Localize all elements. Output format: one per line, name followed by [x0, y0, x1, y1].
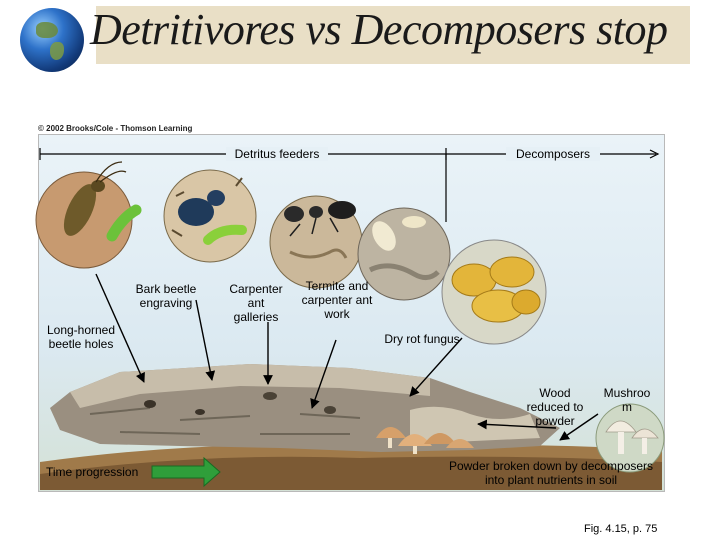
figure-reference: Fig. 4.15, p. 75 [584, 523, 657, 535]
carpenter-ant-label: Carpenter ant galleries [224, 282, 288, 324]
decomposers-label: Decomposers [506, 147, 600, 161]
termite-label: Termite and carpenter ant work [300, 279, 374, 321]
long-horned-beetle-circle [36, 162, 136, 268]
long-horned-beetle-label: Long-horned beetle holes [40, 323, 122, 351]
detritus-feeders-label: Detritus feeders [226, 147, 328, 161]
bark-beetle-circle [164, 170, 256, 262]
bark-beetle-label: Bark beetle engraving [130, 282, 202, 310]
time-progression-label: Time progression [46, 465, 150, 479]
rotting-log [50, 364, 560, 452]
wood-reduced-label: Wood reduced to powder [522, 386, 588, 428]
dry-rot-fungus-label: Dry rot fungus [378, 332, 466, 346]
powder-nutrients-label: Powder broken down by decomposers into p… [438, 459, 664, 487]
carpenter-ant-circle [270, 196, 362, 288]
mushroom-label: Mushroo m [598, 386, 656, 414]
dry-rot-fungus-circle [442, 240, 546, 344]
